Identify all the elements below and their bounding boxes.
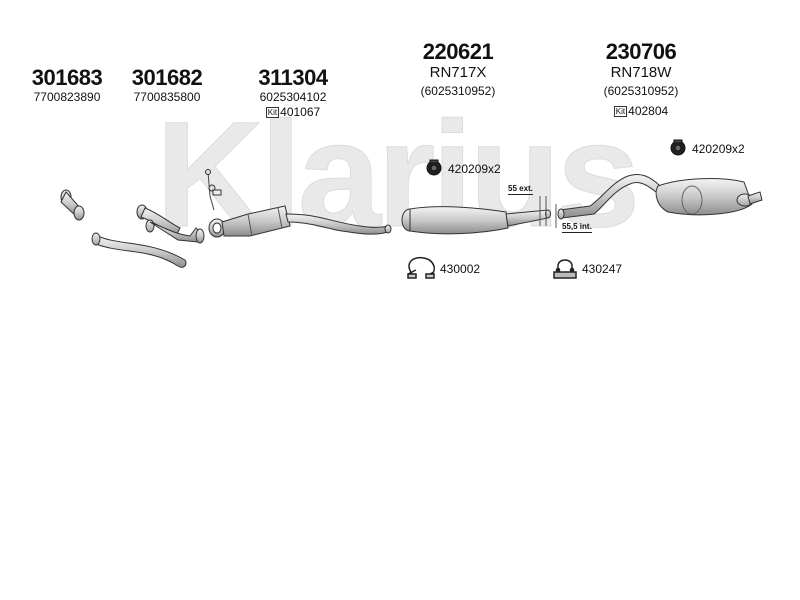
- kit-number: 402804: [628, 104, 669, 118]
- dimension-label-external: 55 ext.: [508, 184, 533, 195]
- accessory-label-420209-rear: 420209x2: [692, 142, 745, 156]
- accessory-label-430247: 430247: [582, 262, 623, 276]
- oem-number-secondary: (6025310952): [420, 84, 496, 98]
- catalytic-converter-311304-icon: [205, 169, 392, 238]
- rubber-mount-icon: [426, 159, 442, 176]
- oem-number-secondary: (6025310952): [603, 84, 679, 98]
- part-number: 220621: [422, 39, 494, 64]
- kit-reference: Kit 402804: [585, 104, 697, 118]
- oem-number: 7700823890: [33, 90, 101, 104]
- oem-number: RN717X: [429, 64, 487, 81]
- rubber-mount-icon: [670, 139, 686, 156]
- part-label-230706: 230706 RN718W (6025310952) Kit 402804: [585, 39, 697, 119]
- y-pipe-301682-icon: [136, 204, 205, 244]
- accessory-label-430002: 430002: [440, 262, 481, 276]
- part-number: 230706: [605, 39, 677, 64]
- rear-silencer-230706-icon: [555, 173, 763, 228]
- part-label-220621: 220621 RN717X (6025310952): [400, 39, 516, 99]
- u-bolt-clamp-icon: [553, 259, 577, 279]
- part-number: 301682: [131, 65, 203, 90]
- accessory-label-420209-front: 420209x2: [448, 162, 501, 176]
- kit-reference: Kit 401067: [248, 105, 338, 119]
- dimension-label-internal: 55,5 int.: [562, 222, 592, 233]
- middle-silencer-220621-icon: [401, 196, 551, 235]
- kit-icon: Kit: [613, 105, 628, 117]
- part-label-311304: 311304 6025304102 Kit 401067: [248, 65, 338, 120]
- oem-number: 6025304102: [259, 90, 327, 104]
- oem-number: 7700835800: [133, 90, 201, 104]
- part-label-301682: 301682 7700835800: [118, 65, 216, 105]
- part-number: 311304: [258, 65, 328, 90]
- part-number: 301683: [31, 65, 103, 90]
- front-pipe-301683-icon: [60, 189, 187, 268]
- part-label-301683: 301683 7700823890: [22, 65, 112, 105]
- pipe-clamp-icon: [407, 256, 435, 279]
- kit-number: 401067: [280, 105, 321, 119]
- oem-number: RN718W: [610, 64, 672, 81]
- kit-icon: Kit: [265, 106, 280, 118]
